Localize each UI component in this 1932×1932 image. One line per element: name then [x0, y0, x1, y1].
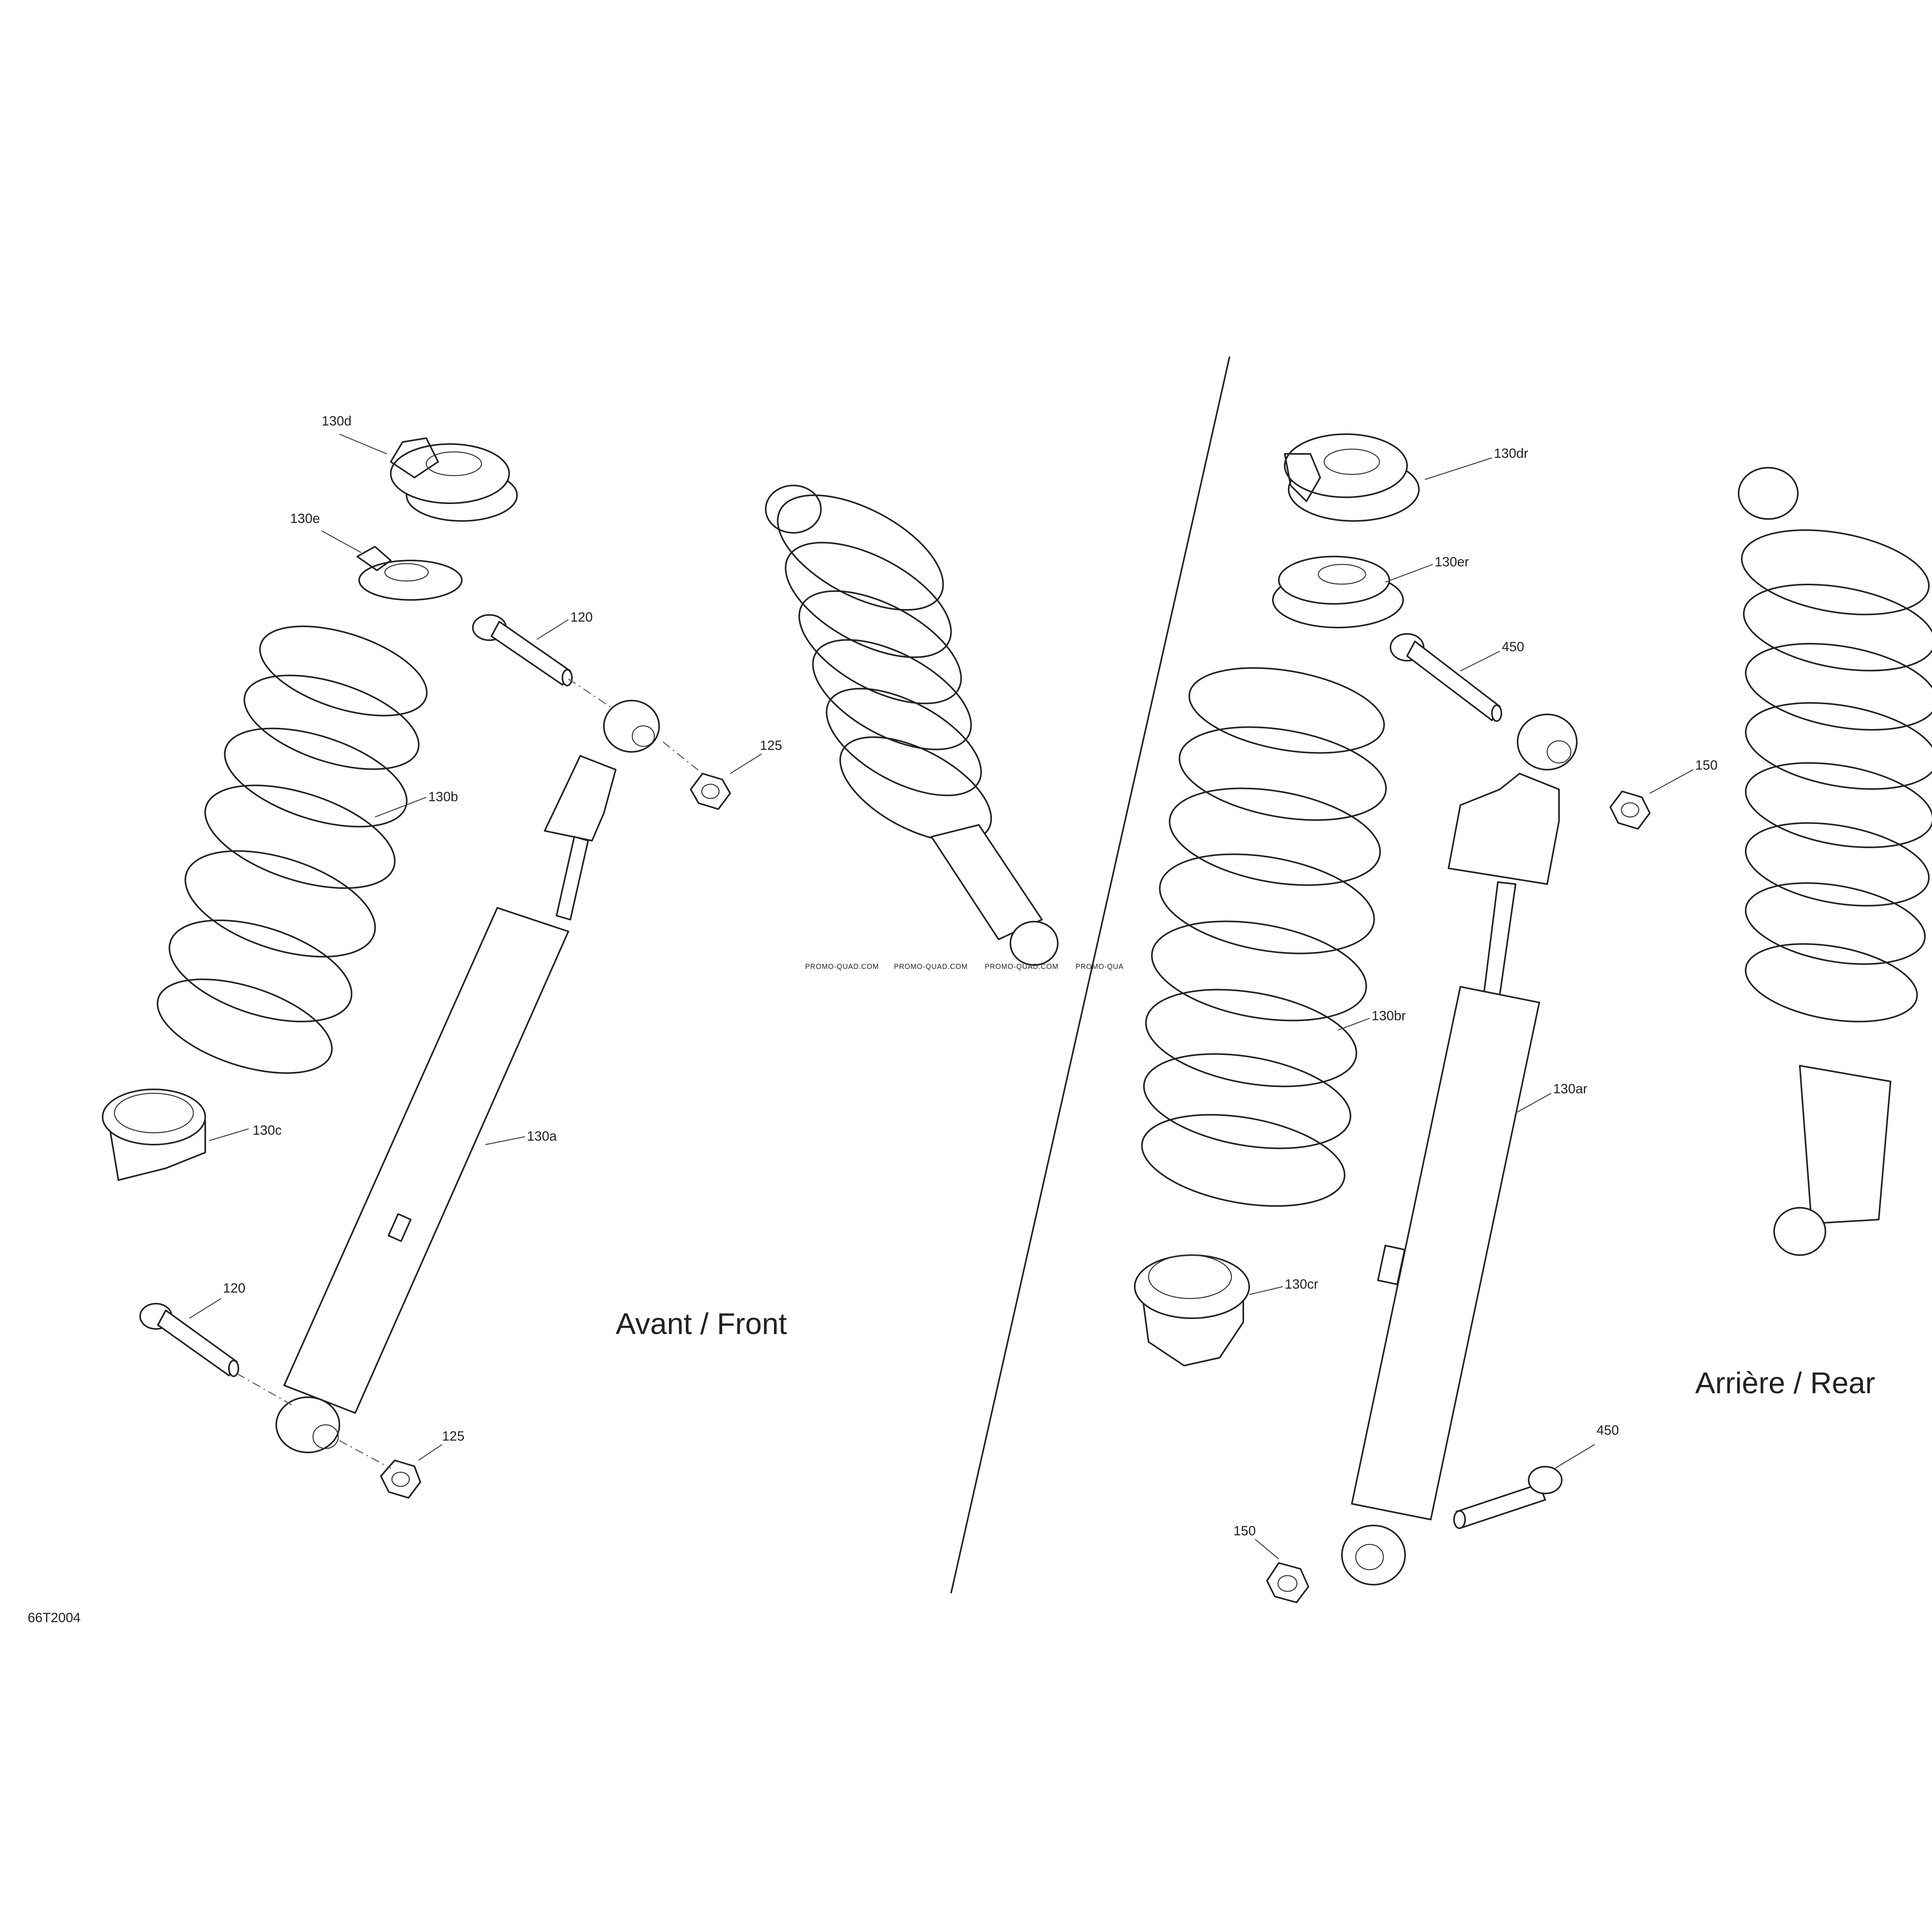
callout-rear-lower-seat: 130cr: [1285, 1277, 1318, 1292]
rear-lower-nut: [1266, 1562, 1309, 1603]
callout-front-lower-nut: 125: [442, 1429, 465, 1444]
figure-code: 66T2004: [28, 1610, 81, 1625]
watermark-3: PROMO-QUAD.COM: [985, 963, 1059, 971]
front-spring-retainer: [356, 546, 463, 601]
front-shock-absorber: [275, 700, 660, 1453]
callout-rear-upper-bolt: 450: [1502, 639, 1524, 654]
watermark-2: PROMO-QUAD.COM: [894, 963, 968, 971]
callout-front-spring: 130b: [428, 789, 458, 804]
front-lower-bolt: [139, 1303, 239, 1377]
section-title-front: Avant / Front: [616, 1307, 787, 1341]
rear-upper-nut: [1610, 791, 1651, 830]
callout-rear-lower-nut: 150: [1233, 1523, 1256, 1538]
rear-upper-bolt: [1390, 633, 1502, 722]
rear-lower-bolt: [1453, 1466, 1563, 1529]
front-shock-assembly: [765, 485, 1059, 966]
callout-front-lower-bolt: 120: [223, 1281, 245, 1296]
callout-rear-spring: 130br: [1372, 1008, 1406, 1023]
callout-front-retainer: 130e: [290, 511, 320, 526]
section-divider: [950, 356, 1230, 1593]
rear-lower-spring-seat: [1134, 1254, 1250, 1366]
callout-rear-retainer: 130er: [1435, 555, 1469, 570]
callout-front-shock: 130a: [527, 1129, 557, 1144]
watermark-4: PROMO-QUA: [1076, 963, 1124, 971]
rear-shock-assembly: [1738, 467, 1932, 1256]
watermark-1: PROMO-QUAD.COM: [805, 963, 879, 971]
rear-spring-retainer: [1272, 556, 1404, 628]
rear-coil-spring: [1141, 667, 1387, 1207]
callout-front-upper-seat: 130d: [322, 414, 352, 429]
callout-rear-upper-nut: 150: [1695, 758, 1718, 773]
front-lower-spring-seat: [102, 1089, 206, 1181]
callout-front-upper-bolt: 120: [570, 610, 593, 625]
callout-rear-upper-seat: 130dr: [1494, 446, 1528, 461]
callout-front-lower-seat: 130c: [253, 1123, 282, 1138]
front-upper-bolt: [472, 614, 573, 686]
callout-rear-lower-bolt: 450: [1597, 1423, 1619, 1438]
section-title-rear: Arrière / Rear: [1695, 1366, 1875, 1400]
front-upper-spring-seat: [390, 437, 518, 522]
callout-front-upper-nut: 125: [760, 738, 782, 753]
front-coil-spring: [157, 625, 428, 1074]
front-upper-nut: [690, 773, 731, 810]
rear-shock-absorber: [1341, 714, 1578, 1585]
callout-rear-shock: 130ar: [1553, 1081, 1587, 1096]
rear-upper-spring-seat: [1284, 433, 1420, 522]
front-lower-nut: [380, 1460, 421, 1499]
